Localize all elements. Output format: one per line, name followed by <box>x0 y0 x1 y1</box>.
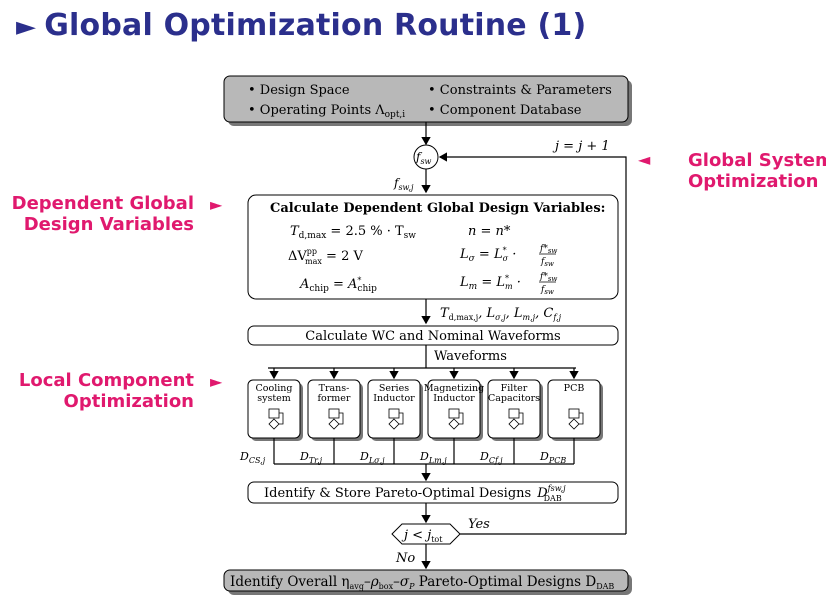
component-output-label: DLm,j <box>419 450 447 465</box>
final-box-text: Identify Overall ηavg–ρbox–σP Pareto-Opt… <box>230 574 614 591</box>
optimizer-icon <box>448 408 464 430</box>
component-label: Magnetizing <box>424 383 484 394</box>
right-pointer-icon: ► <box>210 372 223 391</box>
outputs-label: Td,max,j, Lσ,j, Lm,j, Cf,j <box>440 306 562 322</box>
yes-label: Yes <box>468 517 490 532</box>
inputs-box: • Design Space • Constraints & Parameter… <box>223 75 632 126</box>
lm-frac-num: f*sw <box>539 272 557 283</box>
title-text: Global Optimization Routine (1) <box>44 8 587 43</box>
component-label: Trans- <box>319 383 350 394</box>
optimizer-icon <box>568 408 584 430</box>
page-title: ►Global Optimization Routine (1) <box>16 8 586 43</box>
component-label: system <box>257 393 291 404</box>
left-pointer-icon: ◄ <box>638 150 651 169</box>
eq-achip: Achip = A*chip <box>299 276 377 294</box>
waveforms-label: Waveforms <box>434 349 507 364</box>
waveforms-box: Calculate WC and Nominal Waveforms <box>247 325 619 346</box>
component-label: PCB <box>564 383 585 394</box>
eq-lm: Lm = L*m · <box>459 274 521 292</box>
dependent-heading: Calculate Dependent Global Design Variab… <box>270 201 605 216</box>
eq-td: Td,max = 2.5 % · Tsw <box>290 224 416 241</box>
component-label: Inductor <box>433 393 475 404</box>
component-label: Cooling <box>256 383 293 394</box>
decision-node: j < jtot <box>391 523 461 545</box>
component-label: Capacitors <box>488 393 540 404</box>
optimizer-icon <box>388 408 404 430</box>
component-label: Filter <box>501 383 528 394</box>
label-local-line2: Optimization <box>63 391 194 412</box>
component-output-label: DCf,j <box>479 450 503 465</box>
component-label: Series <box>379 383 409 394</box>
play-triangle-icon: ► <box>16 12 37 42</box>
loop-back-line <box>438 152 627 534</box>
component-output-label: DLσ,j <box>359 450 385 465</box>
component-output-label: DTr,j <box>299 450 323 465</box>
dependent-variables-box: Calculate Dependent Global Design Variab… <box>247 194 619 300</box>
input-design-space: • Design Space <box>248 83 350 98</box>
right-pointer-icon: ► <box>210 195 223 214</box>
eq-n: n = n* <box>468 224 511 239</box>
label-global-system: Global System Optimization <box>688 150 826 192</box>
waveforms-box-text: Calculate WC and Nominal Waveforms <box>305 329 560 344</box>
loop-update-label: j = j + 1 <box>552 139 610 154</box>
label-dependent-line1: Dependent Global <box>11 193 194 214</box>
ls-frac-den: fsw <box>540 257 554 268</box>
input-constraints: • Constraints & Parameters <box>428 83 612 98</box>
decision-text: j < jtot <box>401 528 443 544</box>
optimizer-icon <box>508 408 524 430</box>
label-global-system-line2: Optimization <box>688 171 819 192</box>
eq-ls: Lσ = L*σ · <box>459 246 516 264</box>
component-output-label: DCS,j <box>239 450 266 465</box>
input-operating-points: • Operating Points Λopt,i <box>248 103 405 120</box>
label-dependent-line2: Design Variables <box>23 214 194 235</box>
ls-frac-num: f*sw <box>539 244 557 255</box>
svg-text:fsw: fsw <box>415 150 432 166</box>
label-local: Local Component Optimization <box>19 370 194 412</box>
input-component-db: • Component Database <box>428 103 582 118</box>
final-box: Identify Overall ηavg–ρbox–σP Pareto-Opt… <box>223 569 632 595</box>
label-global-system-line1: Global System <box>688 150 826 171</box>
label-dependent: Dependent Global Design Variables <box>12 193 194 235</box>
component-output-label: DPCB <box>539 450 566 465</box>
fsw-j-label: fsw,j <box>393 176 414 192</box>
fsw-node: fsw <box>413 144 439 170</box>
optimizer-icon <box>328 408 344 430</box>
no-label: No <box>395 551 415 566</box>
component-label: Inductor <box>373 393 415 404</box>
lm-frac-den: fsw <box>540 285 554 296</box>
label-local-line1: Local Component <box>18 370 194 391</box>
component-label: former <box>318 393 351 404</box>
optimizer-icon <box>268 408 284 430</box>
